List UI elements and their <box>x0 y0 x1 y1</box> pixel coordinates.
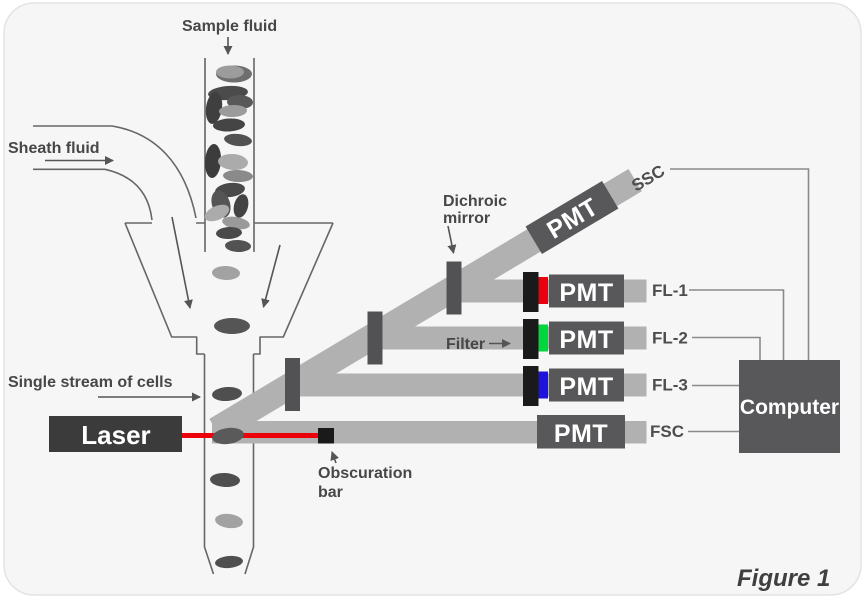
signal-wires <box>670 168 810 433</box>
cell <box>212 386 242 402</box>
cell <box>204 144 222 178</box>
dichroic-mirror-2 <box>367 311 383 365</box>
flow-cell-left-wall <box>203 354 215 575</box>
cell <box>212 265 240 281</box>
filter-strip-red <box>538 277 548 304</box>
obscuration-pointer-arrow <box>330 451 339 464</box>
cell <box>223 169 253 183</box>
cell <box>224 133 252 147</box>
signal-line-fl2 <box>692 336 761 360</box>
obscuration-bar <box>318 428 334 444</box>
funnel-right-wall <box>253 222 334 355</box>
laser-box <box>49 416 182 452</box>
pmt-label: PMT <box>559 373 613 401</box>
single-stream-label: Single stream of cells <box>8 374 173 391</box>
sample-fluid-label: Sample fluid <box>182 18 277 35</box>
pmt-fl3 <box>549 368 624 402</box>
dichroic-label-line2: mirror <box>443 210 490 227</box>
dichroic-mirror-1 <box>285 358 300 411</box>
interrogation-cell <box>212 427 244 445</box>
cell <box>222 216 250 230</box>
funnel-flow-arrow-left <box>171 216 193 309</box>
cell <box>233 194 249 218</box>
annotations: Sample fluid Sheath fluid Single stream … <box>8 18 507 501</box>
channel-label-fl3: FL-3 <box>652 376 688 395</box>
funnel-left-wall <box>124 222 205 355</box>
cell <box>225 239 251 253</box>
signal-line-ssc <box>670 168 810 360</box>
computer-label: Computer <box>740 396 839 419</box>
filter-strip-blue <box>538 371 548 399</box>
cell <box>210 472 240 488</box>
filter-label: Filter <box>446 336 485 353</box>
dichroic-mirrors <box>285 261 462 411</box>
filter-block-fl1 <box>523 272 539 312</box>
channel-label-fl2: FL-2 <box>652 329 688 348</box>
cell <box>216 65 244 79</box>
pmt-fl1 <box>549 274 624 308</box>
cell <box>214 318 250 334</box>
sample-tube <box>204 58 255 252</box>
fluidics-outline <box>33 58 334 575</box>
filter-block-fl3 <box>523 366 539 406</box>
pmt-label: PMT <box>559 279 613 307</box>
cell <box>219 104 247 118</box>
filter-block-fl2 <box>523 319 539 359</box>
flow-arrows <box>45 37 281 402</box>
signal-line-fl1 <box>689 289 785 360</box>
cell <box>218 153 248 171</box>
cell <box>204 204 230 222</box>
figure-caption: Figure 1 <box>737 565 830 592</box>
cell <box>205 92 223 124</box>
pmt-detectors: PMT PMT PMT PMT PMT <box>525 180 625 449</box>
obscuration-label-line1: Obscuration <box>318 465 412 482</box>
cell-cluster <box>204 65 253 253</box>
cell <box>215 555 243 569</box>
cell <box>213 118 245 132</box>
sheath-channel-top-wall <box>33 125 197 219</box>
optical-filters <box>523 272 548 406</box>
cell <box>216 226 242 240</box>
pmt-label: PMT <box>554 420 608 448</box>
pmt-fsc <box>537 415 625 449</box>
computer-box <box>739 360 840 453</box>
sheath-channel-bottom-wall <box>33 168 153 221</box>
sheath-fluid-label: Sheath fluid <box>8 140 100 157</box>
dichroic-pointer-arrow <box>447 225 457 254</box>
channel-label-fsc: FSC <box>650 422 684 441</box>
pmt-fl2 <box>549 321 624 355</box>
pmt-label: PMT <box>559 326 613 354</box>
dichroic-mirror-3 <box>446 261 462 315</box>
channel-label-fl1: FL-1 <box>652 281 688 300</box>
filter-strip-green <box>538 324 548 352</box>
laser-label: Laser <box>81 420 150 450</box>
single-file-cells <box>210 265 250 569</box>
funnel-flow-arrow-right <box>261 244 281 308</box>
cell <box>215 513 243 529</box>
dichroic-label-line1: Dichroic <box>443 193 507 210</box>
obscuration-label-line2: bar <box>318 484 343 501</box>
